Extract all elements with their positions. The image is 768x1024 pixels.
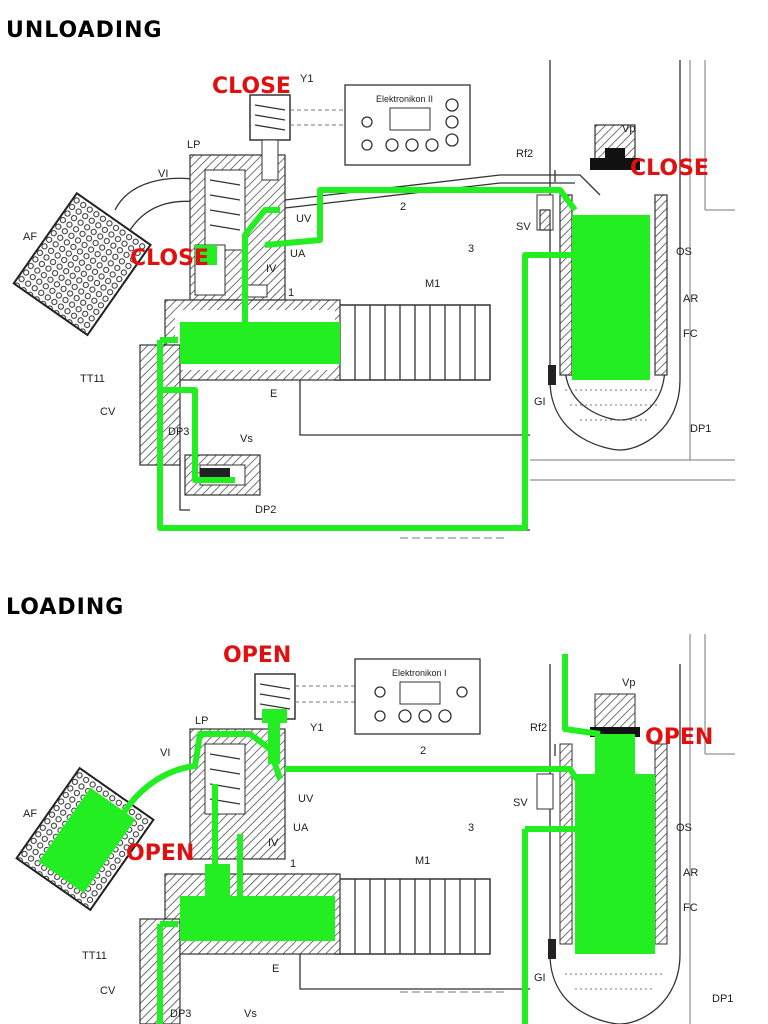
label-y1: Y1	[310, 722, 323, 734]
label-fc: FC	[683, 902, 698, 914]
state-solenoid: OPEN	[223, 643, 291, 668]
label-dp2: DP2	[255, 504, 276, 516]
label-dp3: DP3	[170, 1008, 191, 1020]
label-dp3: DP3	[168, 426, 189, 438]
label-1: 1	[288, 287, 294, 299]
label-m1: M1	[415, 855, 430, 867]
label-3: 3	[468, 822, 474, 834]
label-ua: UA	[290, 248, 306, 260]
valve-vp	[590, 693, 640, 737]
unloading-title: UNLOADING	[6, 18, 163, 43]
label-af: AF	[23, 231, 37, 243]
label-dp1: DP1	[712, 993, 733, 1005]
controller	[344, 84, 471, 166]
controller	[354, 658, 481, 735]
label-1: 1	[290, 858, 296, 870]
label-cv: CV	[100, 985, 116, 997]
label-m1: M1	[425, 278, 440, 290]
state-vp: CLOSE	[630, 156, 709, 181]
label-sv: SV	[513, 797, 528, 809]
label-ua: UA	[293, 822, 309, 834]
pipes	[299, 744, 556, 990]
label-uv: UV	[298, 793, 314, 805]
label-vp: Vp	[622, 677, 635, 689]
loading-title: LOADING	[6, 595, 125, 620]
label-3: 3	[468, 243, 474, 255]
component-labels: Y1 LP VI AF UV UA IV 1 M1 TT11 CV E DP3 …	[23, 73, 711, 516]
label-fc: FC	[683, 328, 698, 340]
label-lp: LP	[195, 715, 208, 727]
valve-vp	[590, 124, 640, 170]
controller-label: Elektronikon II	[376, 94, 433, 104]
label-tt11: TT11	[80, 373, 105, 385]
label-sv: SV	[516, 221, 531, 233]
label-2: 2	[420, 745, 426, 757]
air-filter	[15, 766, 155, 912]
label-af: AF	[23, 808, 37, 820]
state-inlet: OPEN	[126, 841, 194, 866]
label-vp: Vp	[622, 123, 635, 135]
label-e: E	[270, 388, 277, 400]
label-rf2: Rf2	[530, 722, 547, 734]
motor-m1	[334, 304, 491, 381]
label-lp: LP	[187, 139, 200, 151]
label-vs: Vs	[240, 433, 253, 445]
label-os: OS	[676, 822, 692, 834]
flow-path	[157, 187, 650, 531]
label-vs: Vs	[244, 1008, 257, 1020]
label-tt11: TT11	[82, 950, 107, 962]
frame-lines	[400, 60, 735, 539]
label-gi: GI	[534, 972, 546, 984]
component-labels: Y1 LP VI AF UV UA IV 1 M1 TT11 CV E DP3 …	[23, 668, 733, 1020]
state-solenoid: CLOSE	[212, 74, 291, 99]
state-vp: OPEN	[645, 725, 713, 750]
label-vi: VI	[158, 168, 168, 180]
valve-sv	[536, 773, 554, 810]
label-y1: Y1	[300, 73, 313, 85]
label-gi: GI	[534, 396, 546, 408]
label-vi: VI	[160, 747, 170, 759]
label-rf2: Rf2	[516, 148, 533, 160]
label-e: E	[272, 963, 279, 975]
label-cv: CV	[100, 406, 116, 418]
label-uv: UV	[296, 213, 312, 225]
label-os: OS	[676, 246, 692, 258]
frame-lines	[400, 634, 735, 1024]
label-ar: AR	[683, 867, 698, 879]
valve-sv	[536, 194, 554, 231]
label-iv: IV	[266, 263, 277, 275]
label-ar: AR	[683, 293, 698, 305]
loading-diagram: Y1 LP VI AF UV UA IV 1 M1 TT11 CV E DP3 …	[15, 634, 735, 1024]
label-iv: IV	[268, 837, 279, 849]
state-inlet: CLOSE	[130, 246, 209, 271]
oil-separator	[548, 60, 681, 451]
solenoid-y1	[249, 94, 345, 181]
flow-path	[117, 654, 655, 1024]
unloading-diagram: Y1 LP VI AF UV UA IV 1 M1 TT11 CV E DP3 …	[12, 60, 735, 539]
motor-m1	[334, 878, 491, 955]
label-2: 2	[400, 201, 406, 213]
label-dp1: DP1	[690, 423, 711, 435]
controller-label: Elektronikon I	[392, 668, 447, 678]
